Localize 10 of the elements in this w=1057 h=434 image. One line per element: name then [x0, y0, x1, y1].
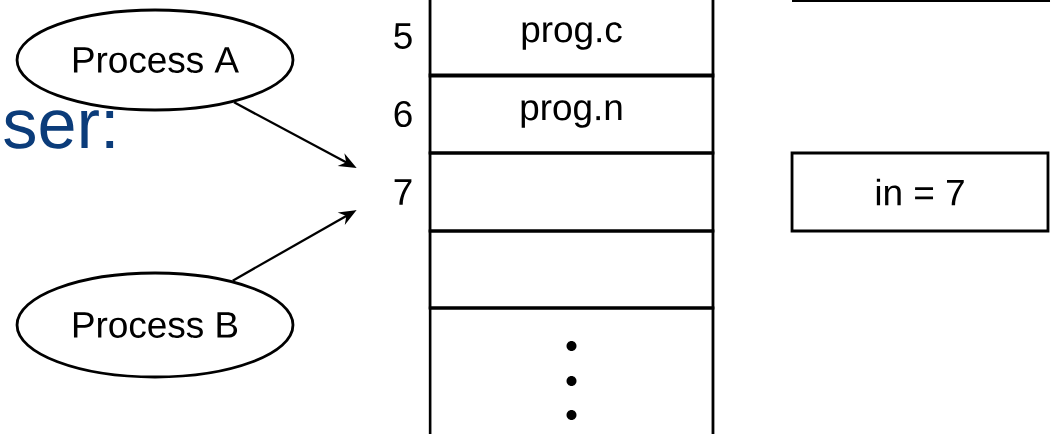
table-cell: [428, 229, 715, 310]
variable-box: in = 7: [790, 151, 1050, 233]
heading-text: ser:: [4, 110, 114, 149]
table-cell: prog.c: [428, 0, 715, 78]
table-cell: [428, 306, 715, 434]
table-cell: prog.n: [428, 73, 715, 155]
table-cell: [428, 151, 715, 233]
row-number: 5: [394, 23, 412, 49]
row-number: 6: [394, 100, 412, 128]
row-number: 7: [394, 179, 412, 205]
